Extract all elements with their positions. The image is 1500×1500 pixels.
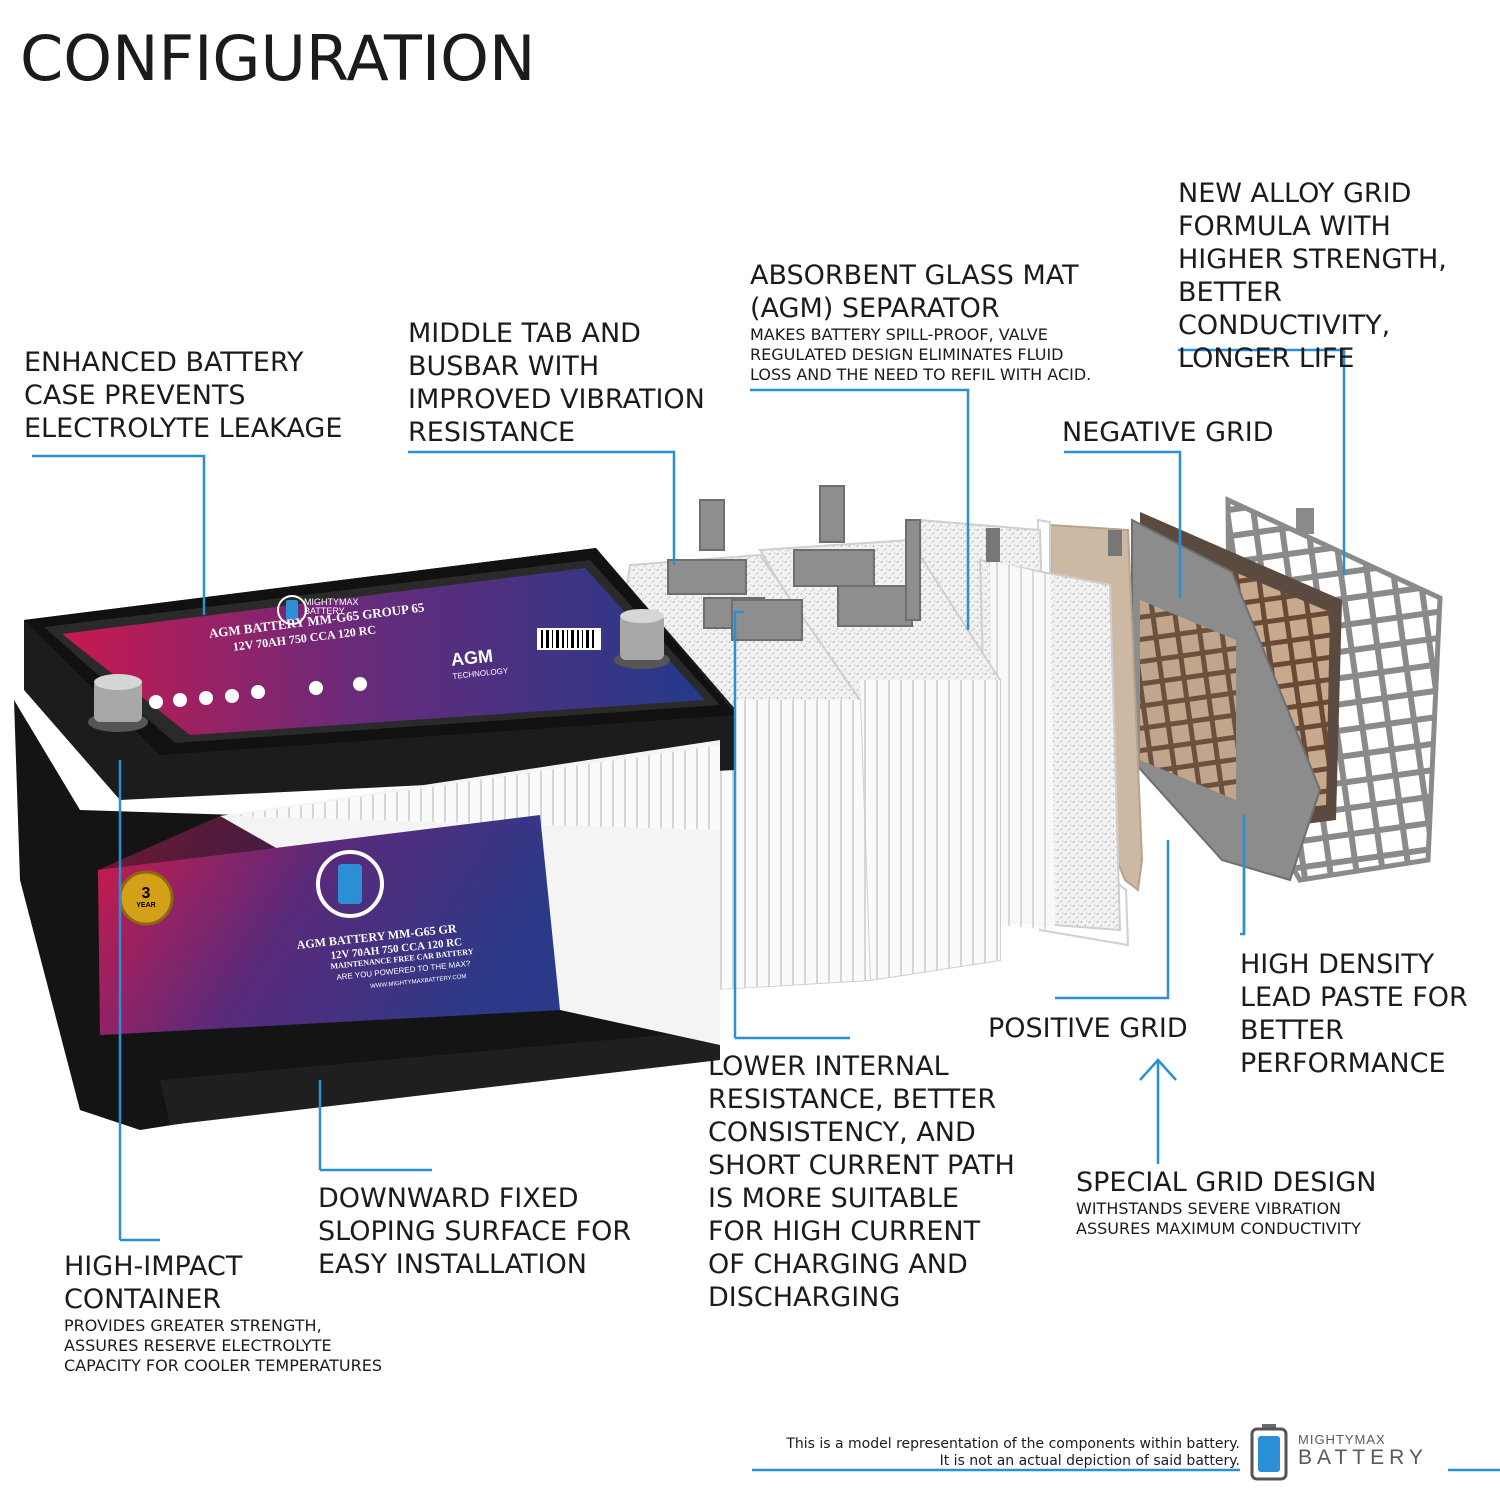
terminal-positive (88, 674, 148, 732)
callout-alloy-grid: NEW ALLOY GRID FORMULA WITH HIGHER STREN… (1178, 178, 1447, 374)
callout-agm-title: ABSORBENT GLASS MAT (AGM) SEPARATOR (750, 260, 1079, 324)
callout-positive-grid: POSITIVE GRID (988, 1013, 1188, 1044)
callout-special-sub: WITHSTANDS SEVERE VIBRATION ASSURES MAXI… (1076, 1199, 1361, 1238)
footer-brand-bottom: BATTERY (1298, 1446, 1428, 1469)
warranty-years: 3 (141, 885, 151, 902)
callout-sloping-surface: DOWNWARD FIXED SLOPING SURFACE FOR EASY … (318, 1183, 632, 1280)
busbar-tabs (667, 485, 921, 641)
callout-agm-sub: MAKES BATTERY SPILL-PROOF, VALVE REGULAT… (750, 325, 1092, 384)
terminal-negative (614, 609, 670, 669)
warranty-label: YEAR (136, 902, 156, 909)
callout-middle-tab: MIDDLE TAB AND BUSBAR WITH IMPROVED VIBR… (408, 318, 705, 448)
disclaimer-text: This is a model representation of the co… (786, 1436, 1240, 1469)
callout-lower-resistance: LOWER INTERNAL RESISTANCE, BETTER CONSIS… (708, 1051, 1015, 1313)
callout-high-impact: HIGH-IMPACT CONTAINER PROVIDES GREATER S… (64, 1250, 382, 1376)
label-brand-top: MIGHTYMAX BATTERY (304, 598, 359, 616)
barcode (537, 628, 601, 650)
leader-lines (32, 348, 1500, 1472)
callout-special-grid: SPECIAL GRID DESIGN WITHSTANDS SEVERE VI… (1076, 1166, 1376, 1239)
brand-logo-front (316, 850, 384, 918)
callout-high-impact-sub: PROVIDES GREATER STRENGTH, ASSURES RESER… (64, 1316, 382, 1375)
callout-negative-grid: NEGATIVE GRID (1062, 417, 1274, 448)
warning-icons (149, 677, 367, 709)
label-brand-word-2: BATTERY (304, 606, 345, 616)
callout-agm-separator: ABSORBENT GLASS MAT (AGM) SEPARATOR MAKE… (750, 259, 1091, 385)
callout-enhanced-case: ENHANCED BATTERY CASE PREVENTS ELECTROLY… (24, 347, 343, 444)
label-agm-badge: AGM (450, 645, 494, 670)
page-title: CONFIGURATION (20, 22, 536, 95)
footer-logo (1250, 1424, 1290, 1486)
battery-logo-icon (1250, 1424, 1288, 1481)
label-brand-word-1: MIGHTYMAX (304, 597, 359, 607)
callout-special-title: SPECIAL GRID DESIGN (1076, 1167, 1377, 1198)
callout-high-impact-title: HIGH-IMPACT CONTAINER (64, 1251, 243, 1315)
footer-brand-top: MIGHTYMAX (1298, 1432, 1386, 1447)
callout-high-density: HIGH DENSITY LEAD PASTE FOR BETTER PERFO… (1240, 949, 1468, 1079)
paste-plate (1131, 518, 1322, 882)
brand-logo-top (277, 595, 307, 625)
